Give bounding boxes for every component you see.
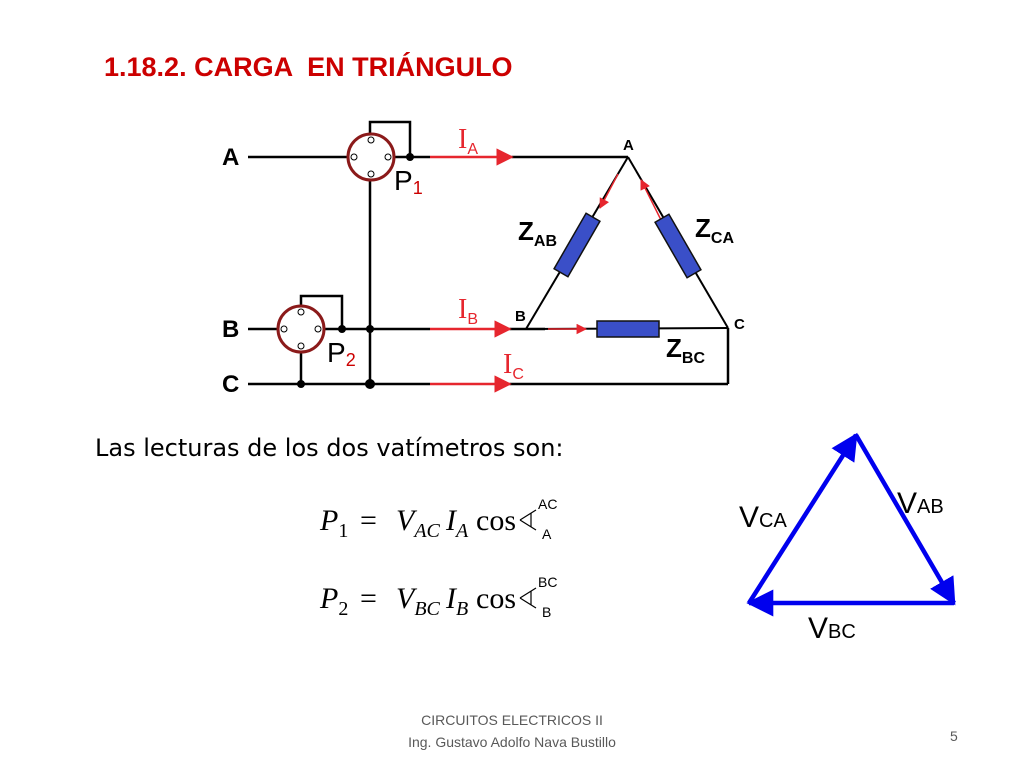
phasor-vca-arrow	[747, 432, 858, 605]
impedance-label-zbc: ZBC	[666, 333, 705, 367]
equation-p1: P1 = VAC IA cos AC A	[319, 496, 557, 542]
slide-title: 1.18.2. CARGA EN TRIÁNGULO	[104, 52, 513, 82]
svg-text:B: B	[542, 604, 551, 620]
impedance-label-zca: ZCA	[695, 213, 734, 247]
svg-text:=: =	[360, 582, 377, 615]
impedance-label-zab: ZAB	[518, 216, 557, 250]
phasor-label-vca: VCA	[739, 501, 787, 534]
footer-author: Ing. Gustavo Adolfo Nava Bustillo	[408, 734, 616, 750]
svg-text:cos: cos	[476, 582, 516, 615]
wattmeter-1	[346, 132, 396, 182]
wattmeter-2	[276, 304, 326, 354]
current-label-a: IA	[458, 124, 478, 158]
line-label-a: A	[222, 144, 239, 171]
equation-p2: P2 = VBC IB cos BC B	[319, 574, 557, 620]
svg-text:IB: IB	[445, 582, 468, 620]
phasor-vab-arrow	[854, 433, 956, 606]
impedance-zbc	[596, 320, 660, 338]
node-label-a: A	[623, 137, 634, 154]
node-label-b: B	[515, 308, 526, 325]
impedance-zab	[553, 212, 601, 278]
current-label-c: IC	[503, 349, 524, 383]
svg-text:VAC: VAC	[396, 504, 441, 542]
current-arrows	[430, 148, 514, 393]
svg-text:BC: BC	[538, 574, 557, 590]
line-label-b: B	[222, 316, 239, 343]
svg-text:P2: P2	[319, 582, 348, 620]
phasor-label-vbc: VBC	[808, 612, 856, 645]
page-number: 5	[950, 728, 958, 744]
junction-dots	[297, 153, 414, 389]
svg-text:P1: P1	[319, 504, 348, 542]
svg-text:AC: AC	[538, 496, 557, 512]
phasor-label-vab: VAB	[897, 487, 944, 520]
current-label-b: IB	[458, 294, 478, 328]
intro-text: Las lecturas de los dos vatímetros son:	[95, 434, 564, 462]
svg-text:A: A	[542, 526, 552, 542]
line-c-wire	[248, 328, 730, 386]
wattmeter-1-label: P1	[394, 165, 423, 198]
svg-text:=: =	[360, 504, 377, 537]
svg-text:VBC: VBC	[396, 582, 441, 620]
footer-course: CIRCUITOS ELECTRICOS II	[421, 712, 603, 728]
wattmeter-2-label: P2	[327, 337, 356, 370]
delta-current-arrows	[548, 173, 663, 335]
svg-text:cos: cos	[476, 504, 516, 537]
node-label-c: C	[734, 316, 745, 333]
phasor-triangle	[746, 432, 956, 617]
impedance-zca	[654, 213, 702, 279]
line-label-c: C	[222, 371, 239, 398]
svg-text:IA: IA	[445, 504, 469, 542]
